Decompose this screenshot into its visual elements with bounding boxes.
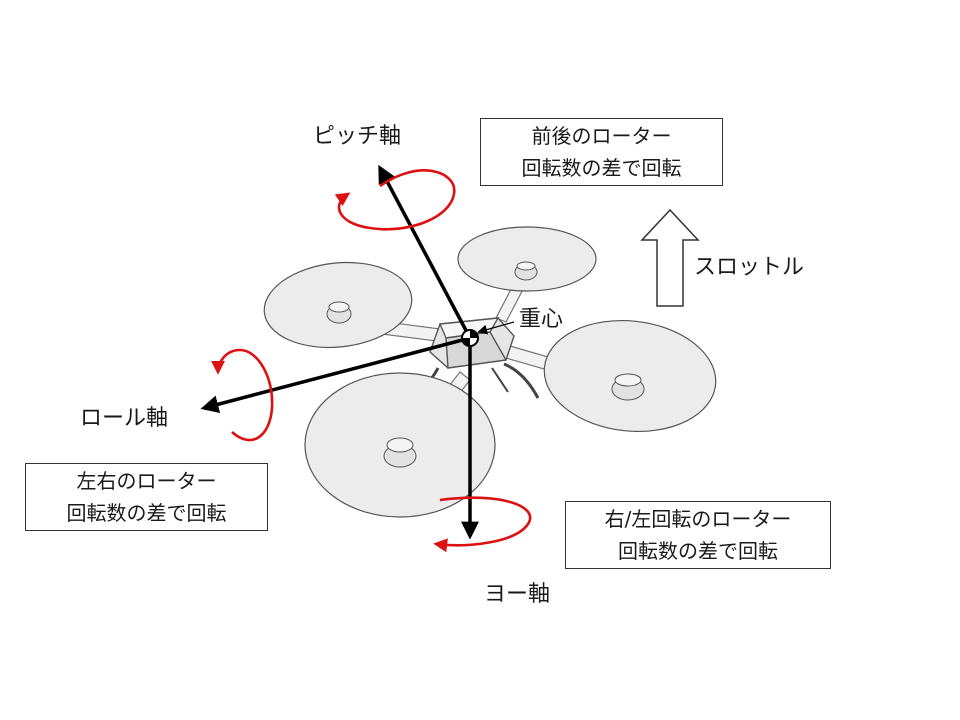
roll-note-box: 左右のローター 回転数の差で回転 bbox=[25, 463, 268, 531]
drone-body bbox=[413, 317, 540, 399]
roll-axis-arrow bbox=[200, 336, 471, 414]
roll-note-line-2: 回転数の差で回転 bbox=[66, 501, 227, 525]
pitch-axis-arrow bbox=[378, 164, 472, 339]
center-of-gravity-marker bbox=[461, 329, 479, 347]
roll-note-line-1: 左右のローター bbox=[76, 469, 217, 493]
pitch-note-line-2: 回転数の差で回転 bbox=[521, 156, 682, 180]
pitch-rotation-arrow bbox=[334, 169, 456, 231]
roll-rotation-arrow bbox=[211, 348, 274, 442]
yaw-note-line-2: 回転数の差で回転 bbox=[618, 539, 778, 563]
pitch-note-line-1: 前後のローター bbox=[531, 124, 672, 148]
rotor-front-left bbox=[304, 372, 496, 518]
yaw-note-line-1: 右/左回転のローター bbox=[604, 507, 792, 531]
yaw-axis-label: ヨー軸 bbox=[484, 582, 551, 607]
roll-axis-label: ロール軸 bbox=[80, 406, 169, 431]
cog-pointer bbox=[477, 321, 515, 335]
throttle-label: スロットル bbox=[694, 255, 805, 280]
rotor-front-right bbox=[543, 319, 717, 433]
yaw-rotation-arrow bbox=[433, 496, 532, 553]
pitch-note-box: 前後のローター 回転数の差で回転 bbox=[480, 118, 723, 186]
rotor-back-right bbox=[457, 226, 597, 292]
pitch-axis-label: ピッチ軸 bbox=[313, 124, 402, 149]
center-of-gravity-label: 重心 bbox=[519, 307, 564, 332]
rotor-back-left bbox=[263, 261, 413, 349]
throttle-arrow bbox=[640, 208, 700, 307]
yaw-note-box: 右/左回転のローター 回転数の差で回転 bbox=[565, 501, 831, 569]
